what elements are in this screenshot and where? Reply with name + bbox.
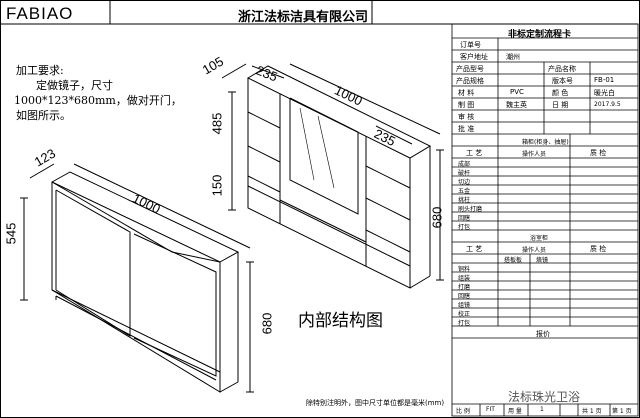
requirements-line-1: 定做镜子，尺寸 (36, 79, 113, 92)
color-value: 暖光白 (594, 89, 615, 97)
section1-row: 破杆 (458, 170, 471, 177)
client-label: 客户地址 (460, 53, 488, 61)
scale-label: 比 例 (456, 408, 470, 415)
brand-logo: FABIAO (6, 4, 74, 23)
section1-title: 箱柜(柜身、抽屉) (522, 139, 569, 146)
product-model-label: 产品型号 (456, 65, 484, 73)
dim-total: 680 (429, 206, 445, 229)
section2-col-process: 工 艺 (466, 245, 483, 253)
qty-label: 用 量 (508, 408, 522, 415)
section2-row: 铜料 (458, 266, 471, 273)
product-name-label: 产品名称 (548, 65, 576, 73)
dim-height-total: 680 (259, 312, 275, 335)
client-value: 潮州 (506, 53, 520, 61)
section1-row: 成部 (458, 161, 471, 168)
section1-row: 切边 (458, 179, 471, 186)
maker-label: 制 图 (458, 101, 475, 109)
card-grid (451, 23, 639, 417)
dim-h485: 485 (209, 112, 225, 135)
section1-row: 五金 (458, 188, 471, 195)
section1-col-operator: 操作人员 (522, 151, 547, 158)
dim-height-upper: 545 (3, 222, 19, 245)
section2-row: 组镜 (458, 302, 471, 309)
version-value: FB-01 (594, 76, 615, 84)
requirements-heading: 加工要求: (16, 64, 64, 77)
page-number: 第 1 页 (612, 408, 632, 415)
section2-col-operator: 操作人员 (522, 247, 547, 254)
material-value: PVC (510, 88, 524, 96)
qty-value: 1 (540, 406, 544, 413)
requirements-line-3: 如图所示。 (16, 109, 71, 122)
section1-row: 打包 (458, 224, 471, 231)
section2-row: 校正 (458, 311, 471, 318)
product-spec-label: 产品规格 (456, 77, 484, 85)
inner-structure-title: 内部结构图 (298, 311, 383, 331)
quote-label: 报价 (536, 330, 550, 338)
maker-value: 魏主英 (506, 101, 527, 109)
version-label: 版本号 (552, 77, 573, 85)
reviewer-label: 审 核 (458, 113, 475, 121)
section2-sub-b: 烙镜 (536, 257, 549, 264)
requirements-line-2: 1000*123*680mm，做对开门， (14, 94, 182, 107)
section1-row: 挑柱 (458, 197, 471, 204)
company-name: 浙江法标洁具有限公司 (238, 10, 369, 25)
date-value: 2017.9.5 (594, 101, 621, 108)
section2-col-qc: 质 检 (590, 245, 607, 253)
color-label: 颜 色 (552, 89, 569, 97)
section1-col-qc: 质 检 (590, 149, 607, 157)
unit-footnote: 除特别注明外，图中尺寸单位都是毫米(mm) (306, 399, 445, 407)
page-count: 共 1 页 (582, 408, 602, 415)
section2-row: 打包 (458, 320, 471, 327)
order-no-label: 订单号 (460, 41, 481, 49)
section1-col-process: 工 艺 (466, 149, 483, 157)
section1-row: 回瞎 (458, 215, 471, 222)
section1-row: 刷头打磨 (458, 206, 483, 213)
section2-row: 回瞎 (458, 293, 471, 300)
closed-cabinet-view (20, 163, 254, 393)
dim-h150: 150 (209, 174, 225, 197)
watermark-text: 法标珠光卫浴 (508, 390, 581, 404)
approver-label: 批 准 (458, 125, 475, 133)
date-label: 日 期 (552, 101, 569, 109)
section2-title: 浴室柜 (530, 235, 549, 242)
material-label: 材 料 (458, 89, 475, 97)
card-title: 非标定制流程卡 (508, 30, 572, 40)
scale-value: FIT (486, 406, 495, 413)
section2-row: 组装 (458, 275, 471, 282)
section2-sub-a: 搭板板 (504, 257, 523, 264)
inner-structure-view (221, 63, 444, 289)
section2-row: 打磨 (458, 284, 471, 291)
